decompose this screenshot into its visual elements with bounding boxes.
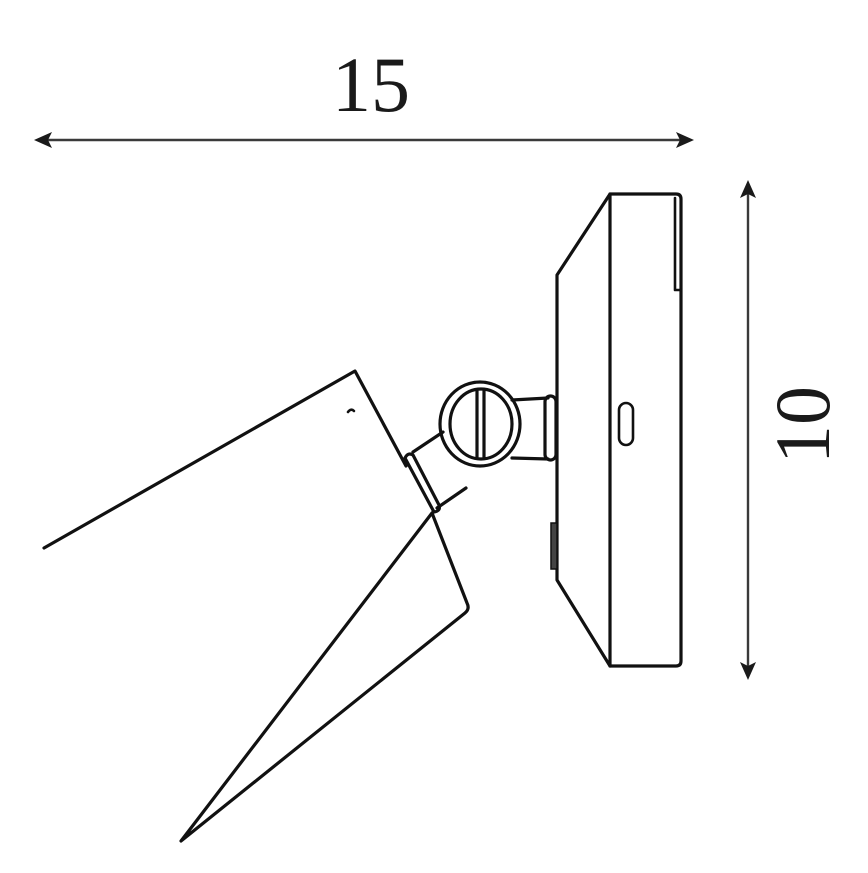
width-dimension-label: 15 bbox=[332, 41, 410, 128]
wall-plate bbox=[550, 192, 683, 668]
width-dimension-arrow bbox=[34, 132, 694, 148]
arrowhead-right-icon bbox=[676, 132, 694, 148]
swivel-joint bbox=[438, 380, 522, 468]
height-dimension-arrow bbox=[740, 180, 756, 680]
plate-tab bbox=[550, 522, 558, 570]
arrowhead-left-icon bbox=[34, 132, 52, 148]
height-dimension-label: 10 bbox=[759, 386, 846, 464]
shade-screw-mark bbox=[346, 408, 356, 414]
lamp-shade bbox=[42, 369, 470, 843]
shade-neck bbox=[403, 430, 468, 514]
arrowhead-down-icon bbox=[740, 662, 756, 680]
arm-connector bbox=[510, 394, 558, 462]
plate-slot bbox=[617, 401, 635, 447]
arrowhead-up-icon bbox=[740, 180, 756, 198]
